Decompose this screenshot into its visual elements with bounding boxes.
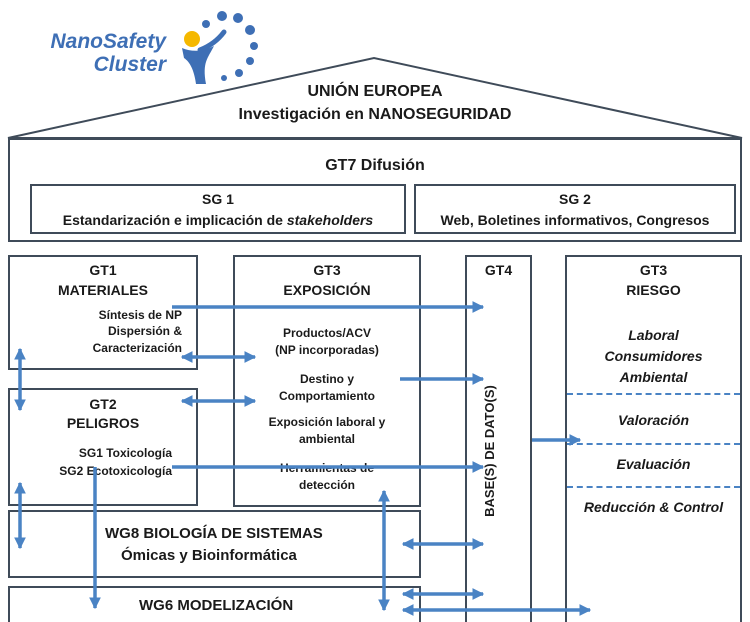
- risk-divider: [567, 443, 740, 445]
- exposure-item-line: (NP incorporadas): [275, 343, 379, 357]
- gt4-code: GT4: [484, 262, 513, 278]
- gt7-title: GT7 Difusión: [325, 157, 425, 174]
- logo-line-1: NanoSafety: [50, 30, 166, 53]
- risk-area: Ambiental: [619, 369, 688, 385]
- exposure-item-line: Productos/ACV: [282, 326, 371, 340]
- risk-step: Evaluación: [616, 456, 691, 472]
- gt4-database-box: GT4 BASE(S) DE DATO(S): [465, 255, 532, 622]
- logo-figure-icon: [182, 11, 258, 84]
- exposure-item-line: Destino y: [299, 372, 354, 386]
- sg1-text: Estandarización e implicación de stakeho…: [32, 212, 404, 228]
- gt3-exposure-code: GT3: [313, 262, 341, 278]
- gt1-name: MATERIALES: [58, 282, 148, 298]
- wg6-title: WG6 MODELIZACIÓN: [139, 597, 294, 614]
- logo-text: NanoSafety Cluster: [2, 30, 166, 76]
- gt1-line: Caracterización: [92, 341, 182, 355]
- gt7-dissemination-box: GT7 Difusión SG 1 Estandarización e impl…: [8, 138, 742, 242]
- roof-subtitle: Investigación en NANOSEGURIDAD: [238, 106, 512, 123]
- gt2-name: PELIGROS: [66, 415, 140, 431]
- sg2-text: Web, Boletines informativos, Congresos: [440, 212, 710, 228]
- gt1-materials-box: GT1 MATERIALES Síntesis de NP Dispersión…: [8, 255, 198, 370]
- gt1-code: GT1: [89, 262, 117, 278]
- risk-area: Laboral: [628, 327, 679, 343]
- sg1-text-main: Estandarización e implicación de: [62, 212, 287, 228]
- risk-area: Consumidores: [604, 348, 703, 364]
- gt2-line: SG2 Ecotoxicología: [59, 464, 172, 478]
- risk-step: Reducción & Control: [583, 499, 724, 515]
- wg8-systems-biology-box: WG8 BIOLOGÍA DE SISTEMAS Ómicas y Bioinf…: [8, 510, 421, 578]
- risk-divider: [567, 486, 740, 488]
- exposure-item-line: Comportamiento: [279, 389, 375, 403]
- gt1-line: Dispersión &: [107, 324, 182, 338]
- sg2-heading: SG 2: [559, 191, 591, 207]
- exposure-item-line: detección: [298, 478, 355, 492]
- sg1-box: SG 1 Estandarización e implicación de st…: [30, 184, 406, 234]
- sg2-box: SG 2 Web, Boletines informativos, Congre…: [414, 184, 736, 234]
- gt3-risk-code: GT3: [639, 262, 668, 278]
- roof-title: UNIÓN EUROPEA: [307, 83, 443, 100]
- exposure-item-line: ambiental: [298, 432, 355, 446]
- logo-line-2: Cluster: [93, 53, 166, 76]
- gt3-risk-name: RIESGO: [626, 282, 681, 298]
- exposure-item-line: Exposición laboral y: [268, 415, 386, 429]
- wg6-modelling-box: WG6 MODELIZACIÓN: [8, 586, 421, 622]
- wg8-title: WG8 BIOLOGÍA DE SISTEMAS: [105, 525, 323, 542]
- risk-step: Valoración: [617, 412, 690, 428]
- gt2-hazards-box: GT2 PELIGROS SG1 Toxicología SG2 Ecotoxi…: [8, 388, 198, 506]
- gt2-line: SG1 Toxicología: [78, 446, 172, 460]
- gt2-code: GT2: [89, 396, 117, 412]
- gt1-line: Síntesis de NP: [98, 308, 182, 322]
- wg8-subtitle: Ómicas y Bioinformática: [121, 547, 297, 564]
- sg1-heading: SG 1: [202, 191, 234, 207]
- gt3-exposure-box: GT3 EXPOSICIÓN Productos/ACV (NP incorpo…: [233, 255, 421, 507]
- gt3-exposure-name: EXPOSICIÓN: [283, 282, 371, 298]
- sg1-text-emph: stakeholders: [286, 212, 374, 228]
- risk-divider: [567, 393, 740, 395]
